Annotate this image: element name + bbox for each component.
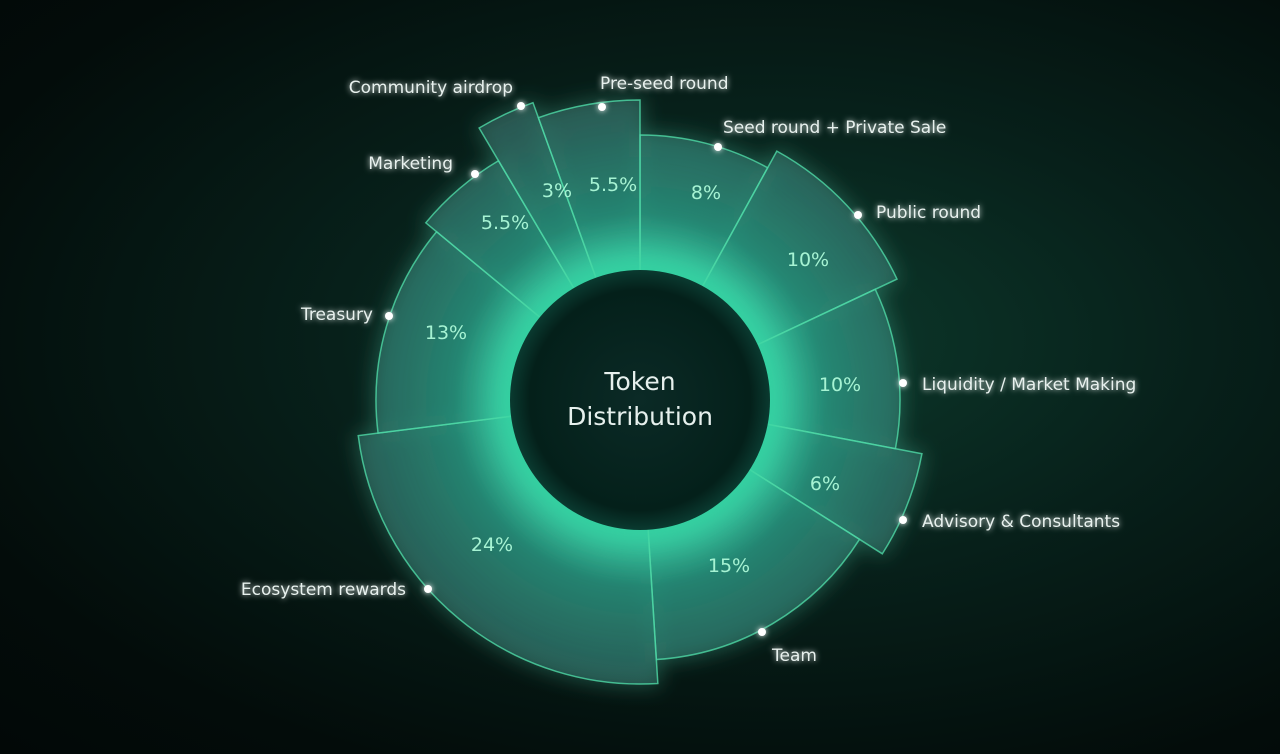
- chart-title-line-1: Token: [603, 367, 675, 396]
- slice-value-label: 6%: [810, 473, 840, 495]
- slice-value-label: 5.5%: [481, 212, 529, 234]
- label-marker-dot: [854, 211, 862, 219]
- slices: [357, 99, 923, 685]
- slice-category-label: Seed round + Private Sale: [723, 118, 946, 138]
- slice-category-label: Public round: [876, 203, 981, 223]
- slice-category-label: Community airdrop: [349, 78, 513, 98]
- slice-value-label: 10%: [787, 249, 829, 271]
- slice-value-label: 10%: [819, 374, 861, 396]
- slice-value-label: 15%: [708, 555, 750, 577]
- label-marker-dot: [471, 170, 479, 178]
- center-hole: [510, 270, 770, 530]
- slice-category-label: Treasury: [300, 305, 373, 325]
- label-marker-dot: [758, 628, 766, 636]
- chart-title-line-2: Distribution: [567, 402, 713, 431]
- label-marker-dot: [385, 312, 393, 320]
- slice-category-label: Pre-seed round: [600, 74, 729, 94]
- label-marker-dot: [899, 379, 907, 387]
- slice-category-label: Liquidity / Market Making: [922, 375, 1136, 395]
- slice-category-label: Marketing: [368, 154, 453, 174]
- label-marker-dot: [714, 143, 722, 151]
- slice-category-label: Team: [771, 646, 817, 666]
- slice-value-label: 3%: [542, 180, 572, 202]
- slice-value-label: 13%: [425, 322, 467, 344]
- label-marker-dot: [424, 585, 432, 593]
- slice-value-label: 5.5%: [589, 174, 637, 196]
- label-marker-dot: [899, 516, 907, 524]
- slice-category-label: Ecosystem rewards: [241, 580, 406, 600]
- slice-value-label: 8%: [691, 182, 721, 204]
- slice-value-label: 24%: [471, 534, 513, 556]
- label-marker-dot: [598, 103, 606, 111]
- label-marker-dot: [517, 102, 525, 110]
- slice-category-label: Advisory & Consultants: [922, 512, 1120, 532]
